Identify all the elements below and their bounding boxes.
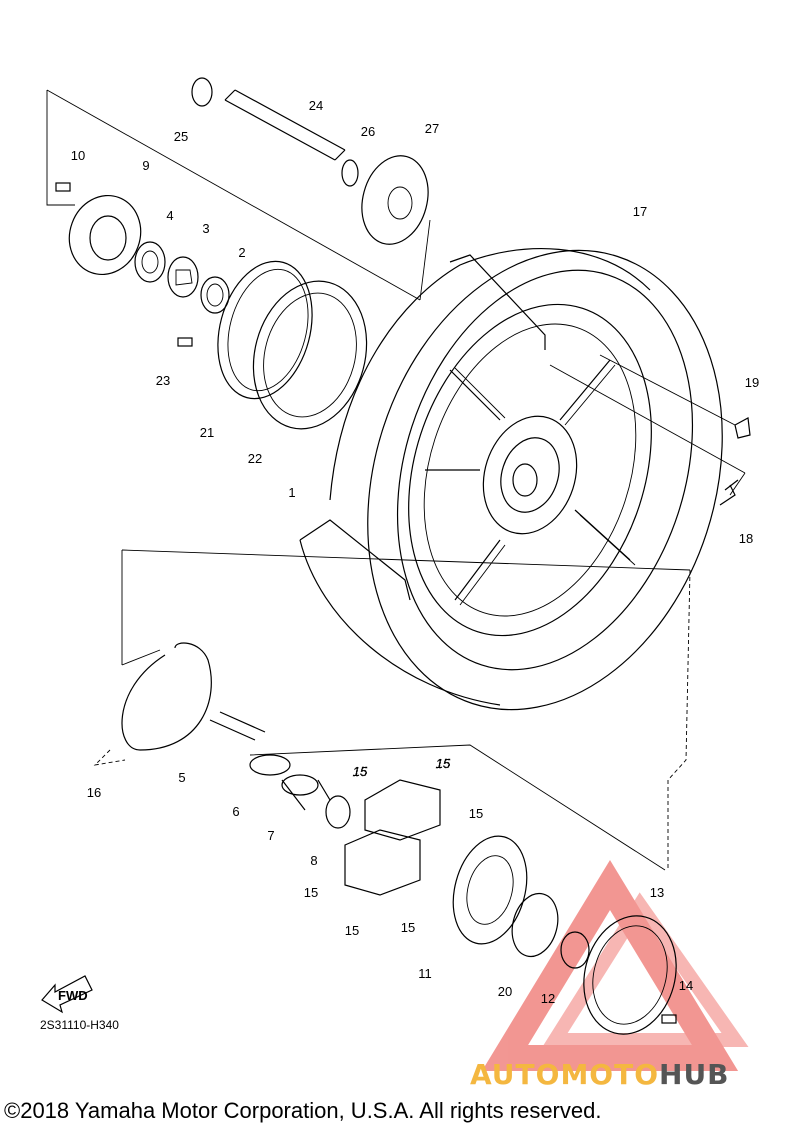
fwd-label: FWD xyxy=(58,988,88,1003)
diagram-part-code: 2S31110-H340 xyxy=(40,1018,119,1032)
callout-number: 7 xyxy=(267,828,274,843)
callout-number: 15 xyxy=(401,920,415,935)
callout-number: 22 xyxy=(248,451,262,466)
callout-number: 15 xyxy=(345,923,359,938)
callout-number: 6 xyxy=(232,804,239,819)
callout-number: 15 xyxy=(304,885,318,900)
watermark-brand: AUTOMOTOHUB xyxy=(470,1058,730,1091)
fwd-arrow-icon: FWD xyxy=(41,975,93,1014)
callout-number: 12 xyxy=(541,991,555,1006)
callout-number: 9 xyxy=(142,158,149,173)
copyright-notice: ©2018 Yamaha Motor Corporation, U.S.A. A… xyxy=(4,1098,602,1123)
callout-number: 16 xyxy=(87,785,101,800)
callout-number: 21 xyxy=(200,425,214,440)
callout-number: 23 xyxy=(156,373,170,388)
watermark-brand-part1: AUTOMOTO xyxy=(470,1058,660,1091)
callout-number: 27 xyxy=(425,121,439,136)
watermark-brand-part2: HUB xyxy=(659,1058,730,1091)
callout-number: 20 xyxy=(498,984,512,999)
upper-parts xyxy=(55,77,751,506)
callout-number: 15 xyxy=(469,806,483,821)
callout-number: 24 xyxy=(309,98,323,113)
assembly-frame-lines xyxy=(46,89,746,871)
callout-number: 4 xyxy=(166,208,173,223)
callout-number: 1 xyxy=(288,485,295,500)
callout-number: 5 xyxy=(178,770,185,785)
watermark-logo xyxy=(481,859,749,1071)
callout-number: 13 xyxy=(650,885,664,900)
callout-number: 14 xyxy=(679,978,693,993)
rear-wheel-assembly xyxy=(299,248,723,711)
callout-number: 8 xyxy=(310,853,317,868)
callout-number: 3 xyxy=(202,221,209,236)
callout-number-phantom: 15 xyxy=(436,756,451,771)
callout-number-phantom: 15 xyxy=(353,764,368,779)
callout-number: 25 xyxy=(174,129,188,144)
callout-number: 17 xyxy=(633,204,647,219)
callout-number: 11 xyxy=(418,966,432,981)
callout-number: 10 xyxy=(71,148,85,163)
callout-number: 26 xyxy=(361,124,375,139)
lower-parts xyxy=(121,642,677,1035)
callout-number: 18 xyxy=(739,531,753,546)
callout-number: 19 xyxy=(745,375,759,390)
callout-number: 2 xyxy=(238,245,245,260)
